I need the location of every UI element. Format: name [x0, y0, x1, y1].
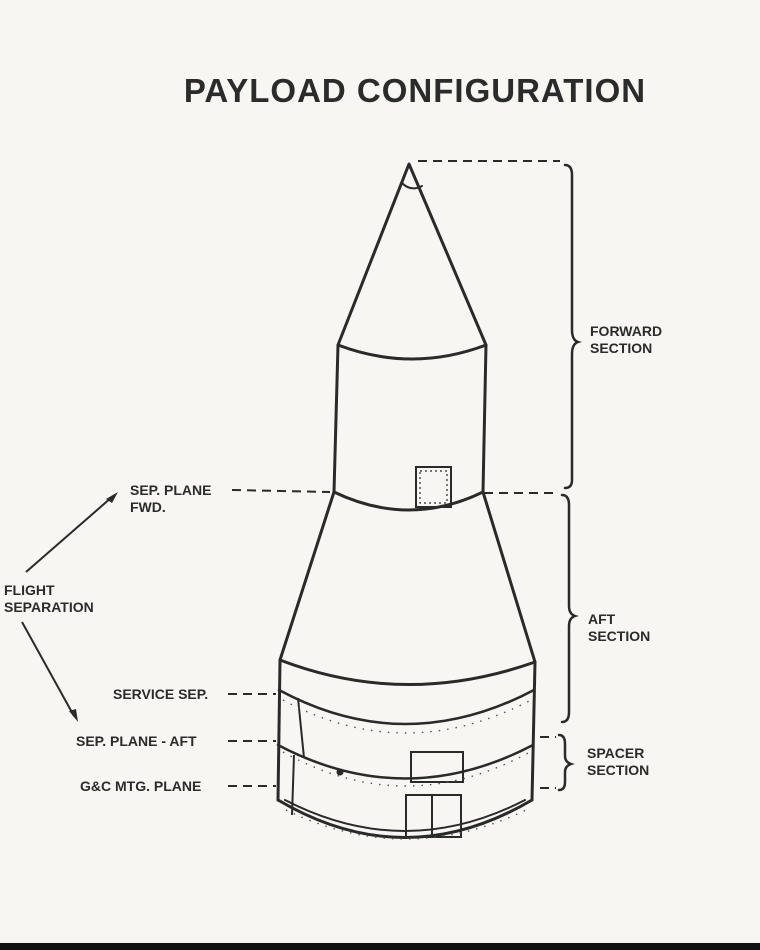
label-aft-section: AFT SECTION: [588, 611, 651, 644]
forward-cylinder-bottom: [332, 490, 485, 512]
arrow-to-fwd-plane: [25, 496, 113, 573]
label-sep-plane-aft: SEP. PLANE - AFT: [76, 733, 197, 749]
label-gc-mtg-plane: G&C MTG. PLANE: [80, 778, 202, 794]
bottom-edge-bar: [0, 943, 760, 950]
access-panel-lower: [405, 794, 462, 838]
label-spacer-section: SPACER SECTION: [587, 745, 650, 778]
label-service-sep: SERVICE SEP.: [113, 686, 209, 702]
brace-forward-section: [563, 163, 582, 490]
aft-section-base: [278, 658, 537, 686]
brace-spacer-section: [557, 733, 575, 792]
label-sep-plane-fwd: SEP. PLANE FWD.: [130, 482, 212, 515]
label-forward-section: FORWARD SECTION: [590, 323, 663, 356]
aft-section-right: [481, 490, 537, 664]
nose-cone: [336, 162, 488, 347]
forward-cylinder-top: [336, 343, 488, 361]
aft-section-left: [278, 490, 336, 662]
access-hatch-forward: [415, 466, 452, 508]
arrow-to-aft-plane: [21, 621, 75, 717]
label-flight-separation: FLIGHT SEPARATION: [4, 582, 94, 615]
diagram-title: PAYLOAD CONFIGURATION: [183, 72, 647, 109]
access-panel-spacer: [410, 751, 464, 783]
brace-aft-section: [560, 493, 579, 724]
